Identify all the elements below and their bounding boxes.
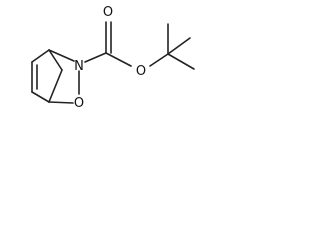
bond-ring-oxygen-to-bridgehead-bottom xyxy=(48,101,74,104)
bond-methylene-to-bridgehead-bottom xyxy=(48,69,63,103)
bond-nitrogen-to-carbonyl-carbon xyxy=(84,52,107,63)
boc-group-bonds xyxy=(84,21,195,70)
bond-alkene-to-bridgehead-bottom xyxy=(31,91,50,103)
bond-ester-oxygen-to-quaternary-carbon xyxy=(149,53,169,67)
atom-label-carbonyl-oxygen: O xyxy=(103,5,113,20)
atom-label-ring-oxygen: O xyxy=(74,96,84,111)
atom-labels: N O O O xyxy=(74,5,146,111)
chemical-structure-diagram: N O O O xyxy=(31,5,195,111)
bond-quaternary-carbon-to-methyl-upper-right xyxy=(167,37,191,55)
atom-label-ring-nitrogen: N xyxy=(74,59,84,74)
bond-bridgehead-top-to-alkene xyxy=(31,49,50,63)
bond-bridgehead-top-to-methylene xyxy=(48,49,63,71)
atom-label-ester-oxygen: O xyxy=(136,64,146,79)
bicyclic-ring-bonds xyxy=(31,49,80,104)
bond-carbonyl-carbon-to-ester-oxygen xyxy=(105,52,132,67)
bond-quaternary-carbon-to-methyl-right xyxy=(167,53,195,70)
bond-bridgehead-top-to-nitrogen xyxy=(48,49,75,62)
